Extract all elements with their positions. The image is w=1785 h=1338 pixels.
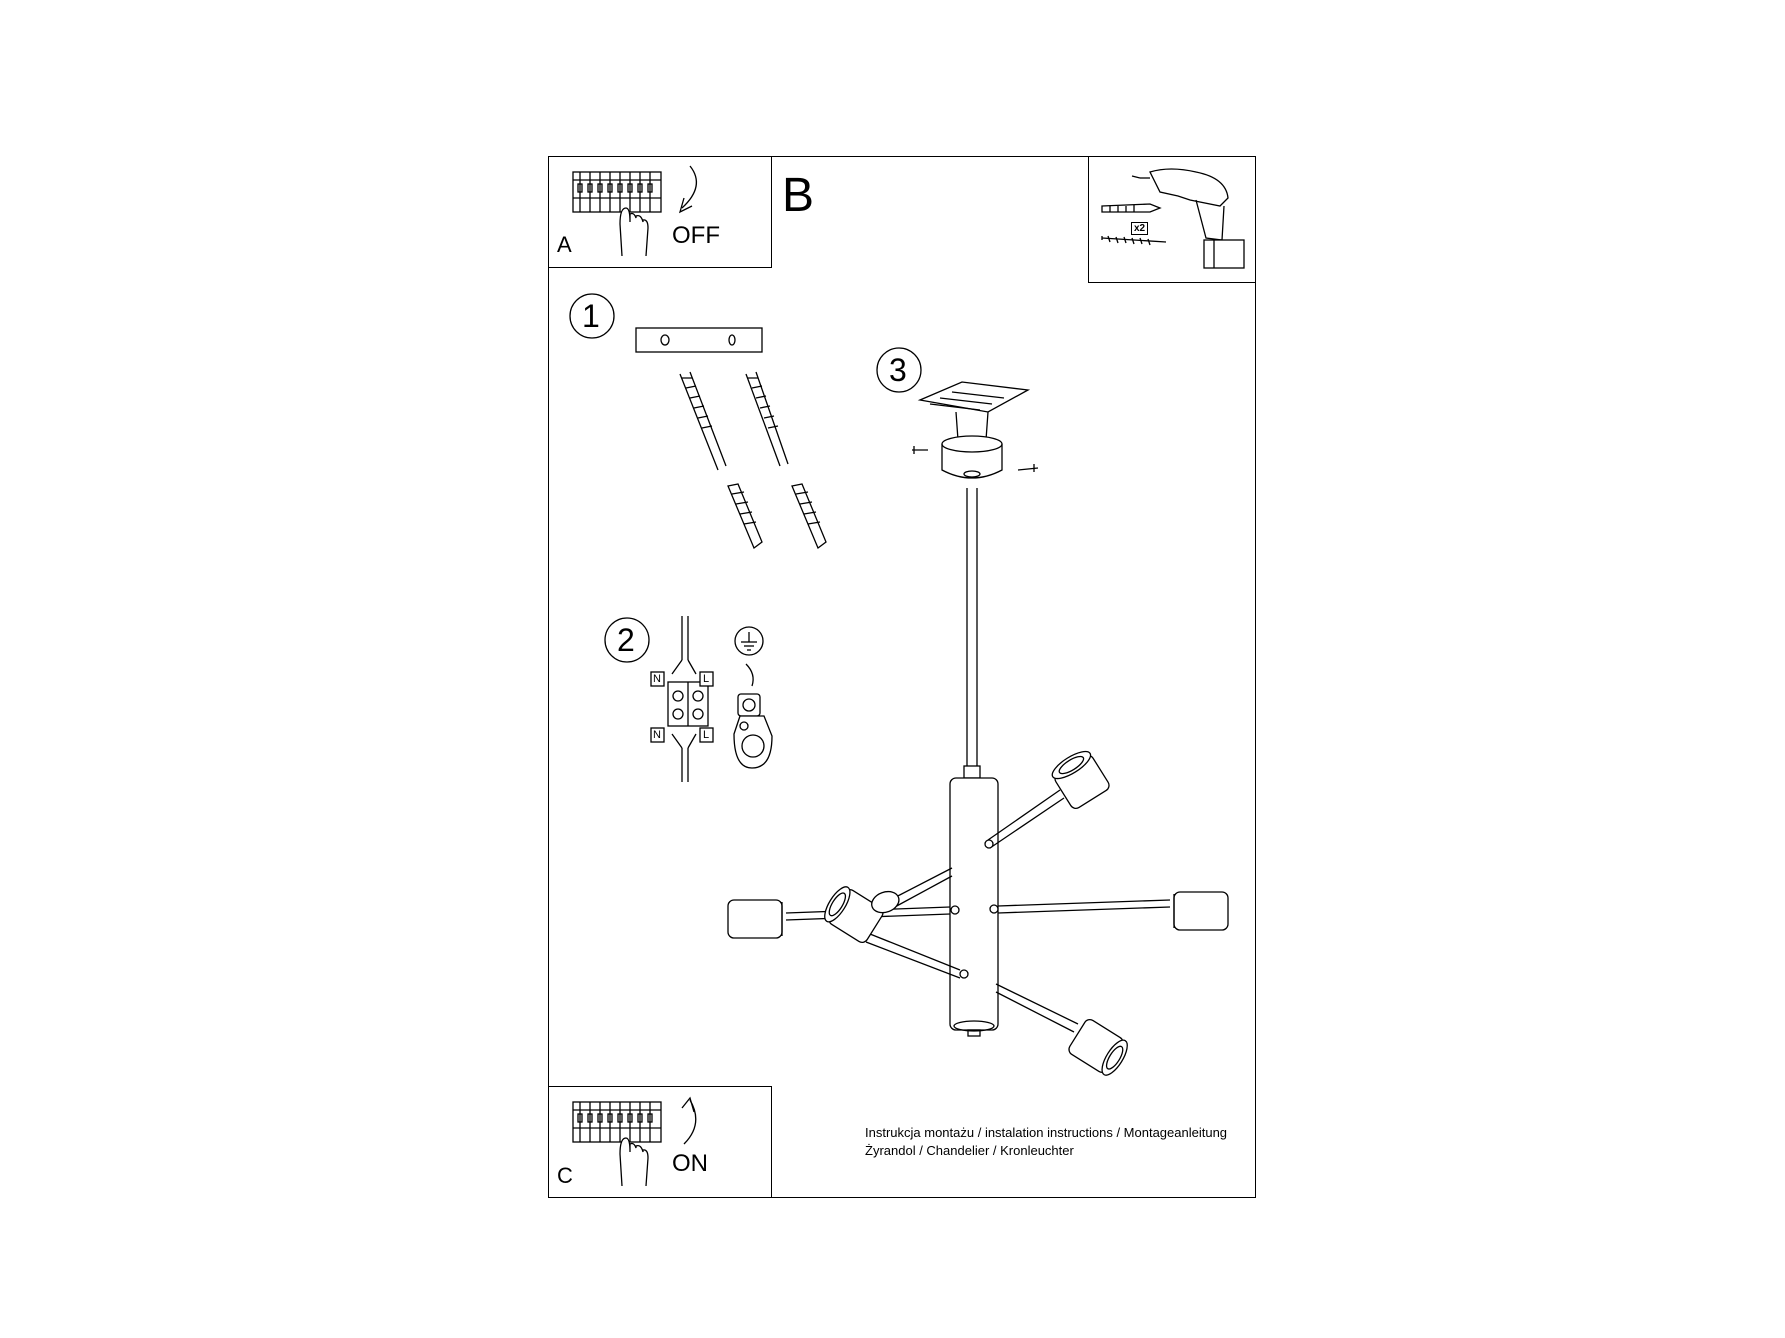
step-2-badge	[604, 617, 650, 663]
wall-plug-icon	[1101, 203, 1162, 213]
step-b-letter: B	[782, 169, 815, 222]
wire-n-top: N	[653, 673, 661, 685]
tools-quantity: x2	[1131, 222, 1149, 235]
screw-icon	[1101, 235, 1167, 246]
screw-icon	[745, 371, 789, 467]
chandelier-drawing	[727, 488, 1229, 1076]
step-c-letter: C	[557, 1163, 573, 1188]
wall-plug-icon	[727, 483, 763, 550]
breaker-panel-icon	[572, 1101, 662, 1143]
step-a-action: OFF	[672, 222, 720, 249]
hand-icon	[619, 207, 649, 257]
arrow-icon	[678, 165, 698, 214]
step-3-badge	[876, 347, 922, 393]
step-c-action: ON	[672, 1150, 708, 1177]
step-2-number: 2	[617, 622, 635, 658]
terminal-block-icon	[650, 616, 714, 782]
wire-n-bottom: N	[653, 729, 661, 741]
step-1-badge	[569, 293, 615, 339]
footer-line-1: Instrukcja montażu / instalation instruc…	[865, 1125, 1228, 1140]
instruction-sheet	[548, 156, 1256, 1198]
breaker-panel-icon	[572, 171, 662, 213]
step-3-number: 3	[889, 352, 907, 388]
wall-plug-icon	[791, 483, 827, 550]
arrow-icon	[681, 1096, 697, 1145]
hand-icon	[619, 1137, 649, 1187]
screw-icon	[679, 371, 727, 471]
ground-symbol-icon	[733, 626, 773, 769]
wire-l-top: L	[703, 673, 710, 685]
screw-icon	[912, 446, 1039, 472]
step-1-number: 1	[582, 298, 600, 334]
ceiling-mount	[917, 381, 1031, 479]
ceiling-bracket	[635, 327, 763, 353]
footer-line-2: Żyrandol / Chandelier / Kronleuchter	[865, 1143, 1074, 1158]
drill-icon	[1131, 168, 1245, 269]
wire-l-bottom: L	[703, 729, 710, 741]
step-a-letter: A	[557, 232, 572, 257]
